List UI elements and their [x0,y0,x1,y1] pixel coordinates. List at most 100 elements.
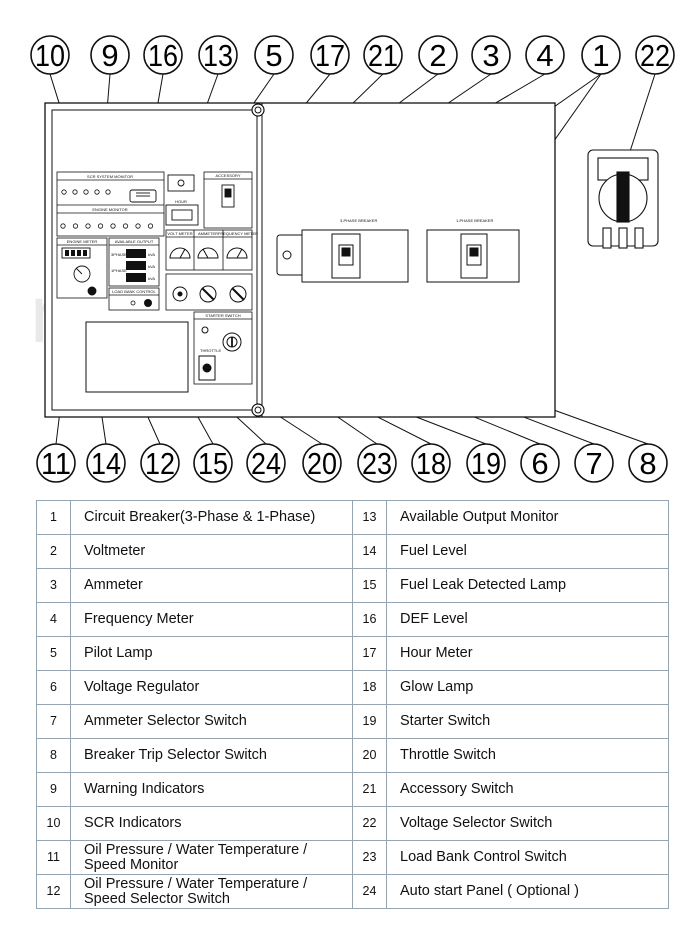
top-callout-21: 21 [363,35,403,75]
accessory-label: ACCESSORY [215,173,240,178]
control-panel-diagram: machinery SCR SYSTEM MONITOR ENGINE MONI… [30,35,675,483]
bottom-callout-23: 23 [357,443,397,483]
kva-unit-3phase: kVA [148,252,155,257]
hinge-bolt-bottom [251,403,265,417]
warning-indicator-lamp [122,223,129,229]
legend-number: 13 [352,500,387,535]
callout-number: 16 [148,38,178,73]
callout-number: 20 [307,446,337,481]
scr-indicator-lamp [94,189,100,195]
top-callout-5: 5 [254,35,294,75]
kva-unit-1phase-b: kVA [148,276,155,281]
hour-meter [165,204,199,226]
load-bank-label: LOAD BANK CONTROL [112,289,156,294]
accessory-panel [203,171,253,229]
breaker-3phase-label: 3-PHASE BREAKER [340,218,377,223]
bottom-callout-14: 14 [86,443,126,483]
breaker-trip-selector-switch [229,285,247,303]
starter-switch-label: STARTER SWITCH [205,313,240,318]
ammeter-selector-switch [199,285,217,303]
legend-label: Warning Indicators [70,772,353,807]
circuit-breaker-3phase [276,229,409,283]
legend-number: 14 [352,534,387,569]
top-callout-10: 10 [30,35,70,75]
callout-number: 24 [251,446,281,481]
scr-indicator-lamp [61,189,67,195]
callout-number: 5 [265,38,282,73]
voltmeter-gauge [169,247,191,259]
top-callout-13: 13 [198,35,238,75]
engine-meter-label: ENGINE METER [67,239,98,244]
circuit-breaker-1phase [426,229,520,283]
callout-number: 19 [471,446,501,481]
legend-label: Ammeter Selector Switch [70,704,353,739]
scr-indicator-lamp [72,189,78,195]
engine-meter-display [61,247,91,259]
legend-label: Load Bank Control Switch [386,840,669,875]
pilot-lamp [167,174,195,192]
legend-number: 21 [352,772,387,807]
legend-number: 7 [36,704,71,739]
volt-meter-label: VOLT METER [167,231,192,236]
legend-number: 6 [36,670,71,705]
bottom-callout-11: 11 [36,443,76,483]
scr-monitor-label: SCR SYSTEM MONITOR [87,174,133,179]
bottom-callout-19: 19 [466,443,506,483]
legend-number: 5 [36,636,71,671]
top-callout-22: 22 [635,35,675,75]
hinge-bolt-top [251,103,265,117]
warning-indicator-lamp [110,223,116,229]
legend-label: Starter Switch [386,704,669,739]
callout-number: 11 [41,446,71,481]
callout-number: 15 [198,446,228,481]
callout-number: 23 [362,446,392,481]
legend-number: 12 [36,874,71,909]
top-callout-9: 9 [90,35,130,75]
warning-indicator-lamp [147,223,154,229]
engine-monitor-label: ENGINE MONITOR [92,207,127,212]
legend-label: Voltage Selector Switch [386,806,669,841]
engine-meter-panel [56,237,108,299]
load-bank-control-panel [108,287,160,311]
warning-indicator-lamp [97,223,104,229]
throttle-label: THROTTLE [200,348,221,353]
callout-number: 21 [368,38,398,73]
top-callout-3: 3 [471,35,511,75]
callout-number: 10 [35,38,65,73]
callout-number: 22 [640,38,670,73]
legend-label: Auto start Panel ( Optional ) [386,874,669,909]
legend-label: Fuel Leak Detected Lamp [386,568,669,603]
bottom-callout-18: 18 [411,443,451,483]
legend-label: Oil Pressure / Water Temperature / Speed… [70,840,353,875]
bottom-callout-8: 8 [628,443,668,483]
warning-indicator-lamp [135,223,141,229]
accessory-switch [221,184,235,208]
warning-indicators [60,223,154,229]
ammeter-gauge [197,247,219,259]
callout-number: 8 [639,446,656,481]
callout-number: 3 [482,38,499,73]
auto-start-panel [85,321,189,393]
legend-label: SCR Indicators [70,806,353,841]
output-1phase-label: 1PHASE [111,268,127,273]
legend-label: Accessory Switch [386,772,669,807]
legend-number: 20 [352,738,387,773]
legend-number: 19 [352,704,387,739]
scr-indicators [61,189,111,195]
legend-number: 15 [352,568,387,603]
hour-label: HOUR [175,199,187,204]
legend-label: DEF Level [386,602,669,637]
legend-label: Throttle Switch [386,738,669,773]
legend-number: 3 [36,568,71,603]
legend-label: Circuit Breaker(3-Phase & 1-Phase) [70,500,353,535]
callout-number: 17 [315,38,345,73]
